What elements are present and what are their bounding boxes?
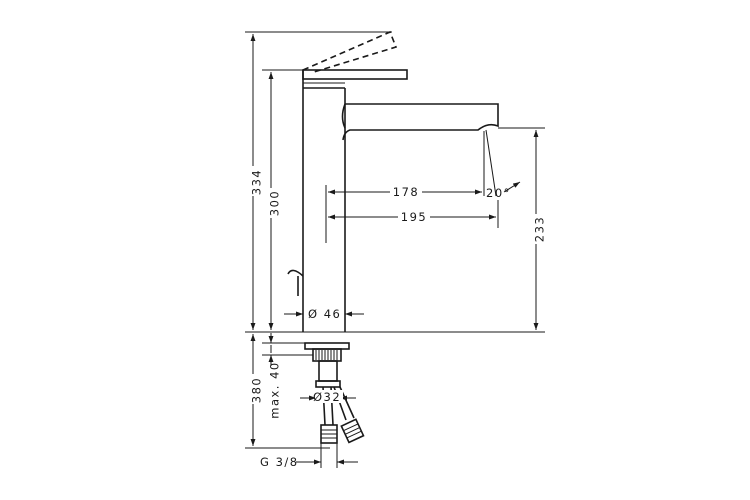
dim-outlet-height: 233 xyxy=(533,216,547,242)
spout xyxy=(342,103,499,141)
lever-open-position xyxy=(302,30,398,73)
dimension-labels: 334 300 233 178 195 20° Ø 46 380 max. 40… xyxy=(246,166,547,469)
nut-thread xyxy=(315,350,338,360)
dim-spout-reach-outer: 195 xyxy=(401,210,427,224)
dim-spout-height: 300 xyxy=(268,190,282,216)
dim-spout-angle: 20° xyxy=(486,186,511,200)
dim-below-deck-length: 380 xyxy=(250,377,264,403)
dim-max-deck-thickness: max. 40 xyxy=(268,361,282,419)
dim-total-height: 334 xyxy=(250,169,264,195)
pop-up-rod xyxy=(287,269,304,277)
dim-spout-reach-inner: 178 xyxy=(393,185,419,199)
dimension-lines xyxy=(250,34,539,465)
dim-connection-thread: G 3/8 xyxy=(260,455,299,469)
faucet-body xyxy=(287,69,499,332)
lever-handle xyxy=(302,69,408,80)
dim-body-diameter: Ø 46 xyxy=(308,307,341,321)
dim-shank-diameter: Ø32 xyxy=(313,390,341,404)
extension-lines xyxy=(245,31,545,468)
